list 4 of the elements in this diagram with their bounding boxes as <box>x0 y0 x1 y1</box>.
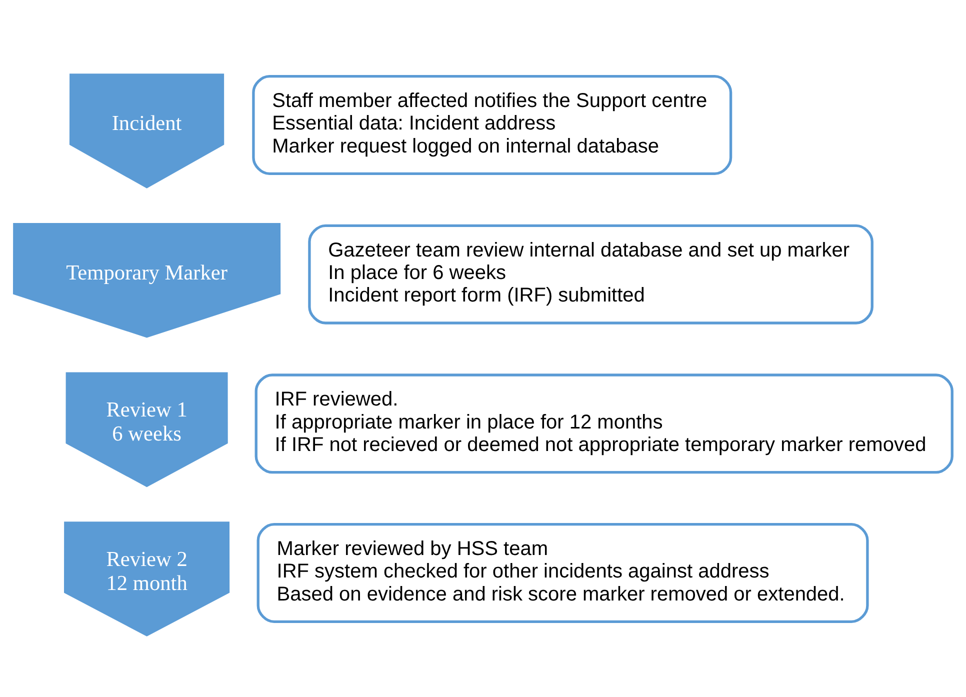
node-box: IRF reviewed. If appropriate marker in place for 12 months If IRF not recieved or deemed not appropriate temporary marker removed <box>254 373 954 474</box>
node-box: Gazeteer team review internal database and set up marker In place for 6 weeks Incident report form (IRF) submitted <box>308 224 874 324</box>
node-box: Staff member affected notifies the Support centre Essential data: Incident address Marker request logged on internal database <box>252 74 732 174</box>
node-box: Marker reviewed by HSS team IRF system checked for other incidents against address Based on evidence and risk score marker removed or extended. <box>256 522 869 622</box>
